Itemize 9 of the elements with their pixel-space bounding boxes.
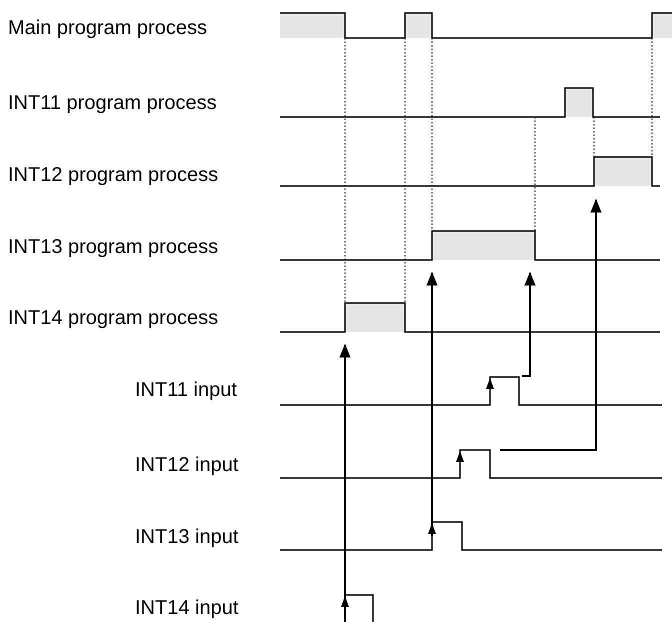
signal-label: INT14 program process xyxy=(8,307,218,329)
signal-label: INT13 input xyxy=(135,526,238,548)
signal-label: INT12 input xyxy=(135,454,238,476)
signal-label: INT11 input xyxy=(135,379,237,401)
signal-label: INT11 program process xyxy=(8,92,217,114)
signal-label: INT13 program process xyxy=(8,236,218,258)
signal-label: INT14 input xyxy=(135,597,238,619)
signal-label: Main program process xyxy=(8,17,207,39)
signal-label: INT12 program process xyxy=(8,164,218,186)
